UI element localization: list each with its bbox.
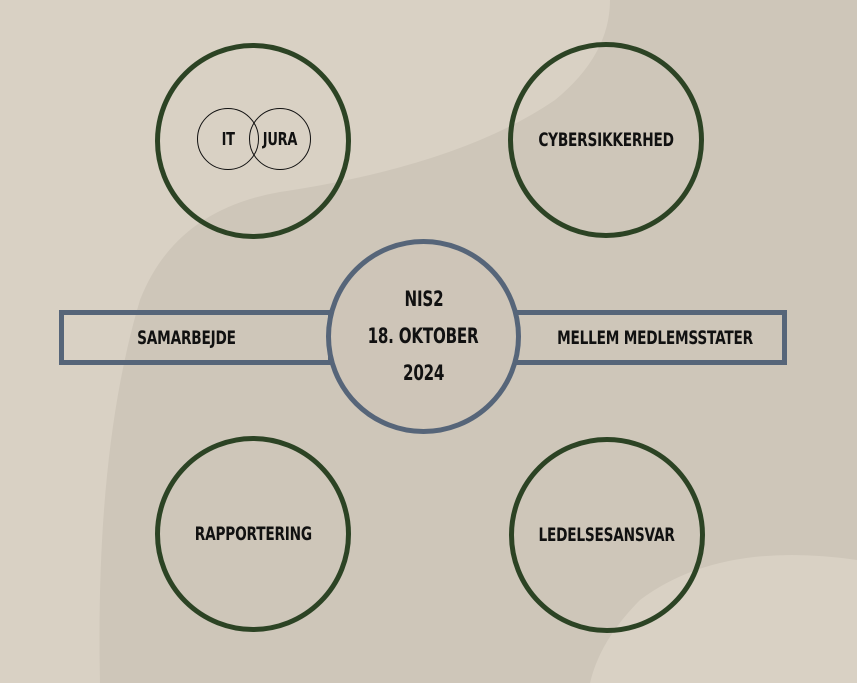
samarbejde-box: SAMARBEJDE	[59, 310, 333, 365]
ledelsesansvar-label: LEDELSESANSVAR	[538, 524, 676, 546]
medlemsstater-label: MELLEM MEDLEMSSTATER	[557, 326, 753, 349]
cybersikkerhed-node: CYBERSIKKERHED	[508, 42, 704, 238]
samarbejde-label: SAMARBEJDE	[136, 326, 236, 349]
venn-jura-circle: JURA	[249, 108, 311, 170]
venn-circle-node: IT JURA	[155, 43, 351, 239]
center-year: 2024	[402, 361, 445, 385]
medlemsstater-box: MELLEM MEDLEMSSTATER	[513, 310, 787, 365]
ledelsesansvar-node: LEDELSESANSVAR	[509, 437, 705, 633]
rapportering-label: RAPPORTERING	[194, 523, 312, 545]
nis2-center-node: NIS2 18. OKTOBER 2024	[326, 239, 521, 434]
venn-jura-label: JURA	[262, 128, 298, 150]
center-date: 18. OKTOBER	[368, 324, 479, 348]
rapportering-node: RAPPORTERING	[155, 436, 351, 632]
center-title: NIS2	[404, 287, 443, 311]
venn-it-label: IT	[221, 128, 235, 150]
cybersikkerhed-label: CYBERSIKKERHED	[538, 129, 674, 151]
